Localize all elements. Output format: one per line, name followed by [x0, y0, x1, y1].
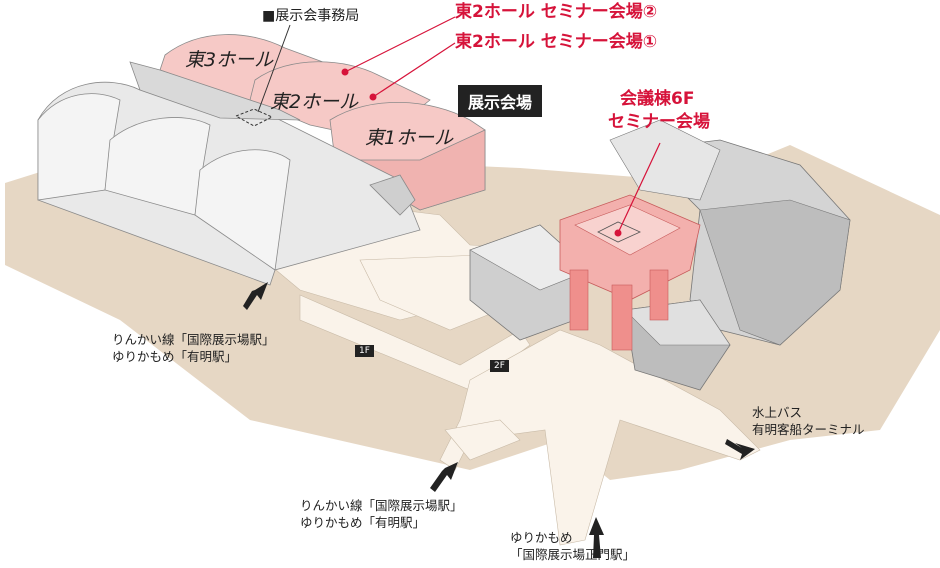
- east-halls-white: [37, 61, 421, 286]
- hall-east1-label: 東1ホール: [365, 127, 454, 149]
- station-bottom-line2: 「国際展示場正門駅」: [510, 546, 636, 562]
- arrow-left: [243, 282, 268, 310]
- arrow-bottom-left: [430, 462, 458, 492]
- floor-2f-badge: 2F: [490, 360, 509, 372]
- arrow-bottom: [589, 517, 604, 558]
- exhibition-tag: 展示会場: [458, 85, 543, 117]
- station-left-line2: ゆりかもめ「有明駅」: [112, 348, 238, 364]
- entrance-arrows: [243, 282, 755, 558]
- conference-tower: [559, 194, 701, 351]
- station-left: りんかい線「国際展示場駅」 ゆりかもめ「有明駅」: [112, 332, 275, 366]
- station-right-line2: 有明客船ターミナル: [752, 421, 865, 437]
- leader-lines: [257, 16, 661, 237]
- east-halls-pink: [159, 34, 486, 211]
- station-right: 水上バス 有明客船ターミナル: [752, 405, 865, 439]
- hall-east2-label: 東2ホール: [270, 91, 359, 113]
- station-bottom-left: りんかい線「国際展示場駅」 ゆりかもめ「有明駅」: [300, 498, 463, 532]
- station-right-line1: 水上バス: [752, 405, 803, 420]
- arrow-right: [725, 439, 755, 460]
- office-box: [234, 108, 274, 127]
- floor-1f-badge: 1F: [355, 345, 374, 357]
- station-bottom-left-line1: りんかい線「国際展示場駅」: [300, 498, 463, 513]
- conference-label-line2: セミナー会場: [608, 112, 710, 132]
- station-bottom-left-line2: ゆりかもめ「有明駅」: [300, 514, 426, 530]
- hall-east3-label: 東3ホール: [185, 49, 274, 71]
- station-bottom: ゆりかもめ 「国際展示場正門駅」: [510, 530, 635, 564]
- station-bottom-line1: ゆりかもめ: [510, 530, 573, 545]
- seminar-2-label: 東2ホール セミナー会場②: [455, 2, 658, 22]
- conference-label-line1: 会議棟6F: [620, 89, 695, 109]
- station-left-line1: りんかい線「国際展示場駅」: [112, 332, 275, 347]
- office-label: ■展示会事務局: [262, 8, 360, 24]
- seminar-1-label: 東2ホール セミナー会場①: [455, 32, 658, 52]
